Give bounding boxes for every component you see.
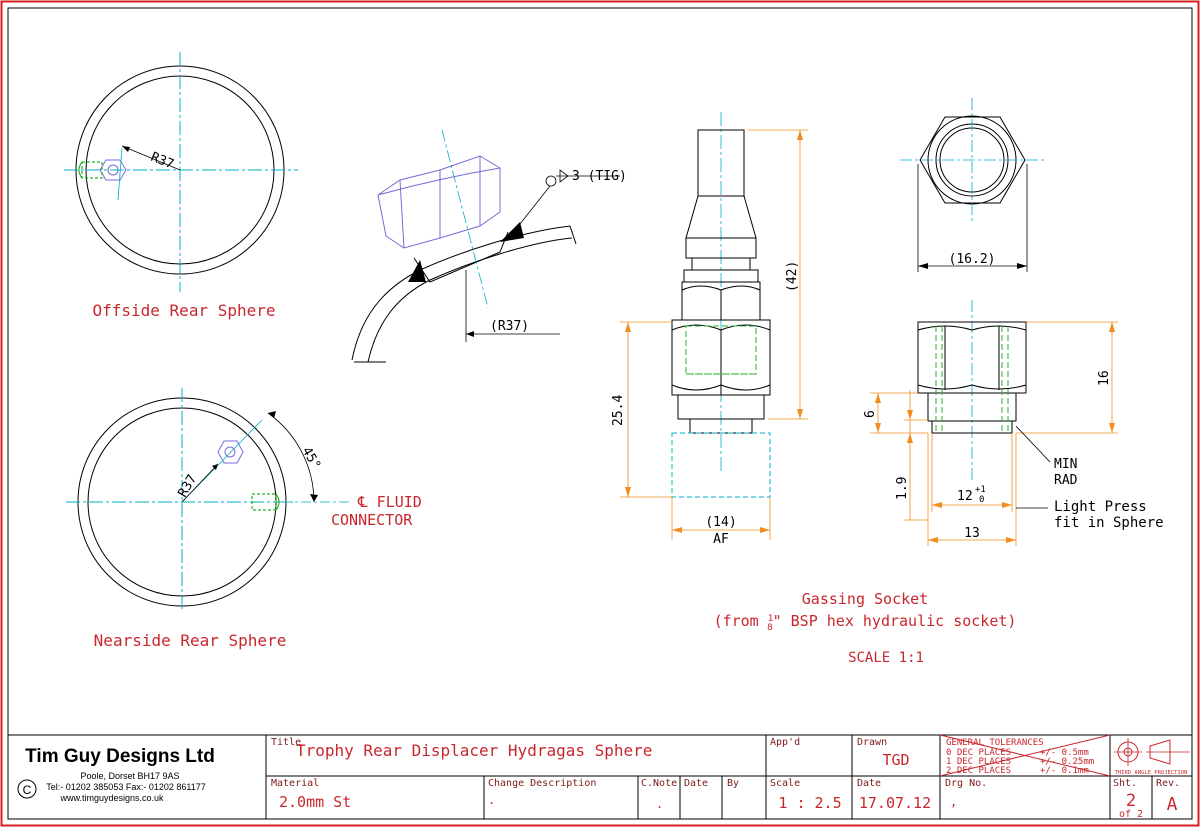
appd-label: App'd: [770, 737, 800, 748]
min-rad-label-1: MIN: [1054, 457, 1077, 472]
rev-label: Rev.: [1156, 778, 1180, 789]
company-phone: Tel:- 01202 385053 Fax:- 01202 861177: [46, 782, 205, 792]
tol-0-dp: 0 DEC PLACES: [946, 748, 1011, 758]
offside-radius-label: R37: [149, 150, 176, 173]
date-col-label: Date: [684, 778, 708, 789]
change-value: .: [488, 793, 495, 807]
cnote-label: C.Note: [641, 778, 677, 789]
title-label: Title: [271, 737, 301, 748]
drawing-title: Trophy Rear Displacer Hydragas Sphere: [296, 741, 652, 760]
scale-note: SCALE 1:1: [848, 650, 924, 666]
third-angle-projection-icon: [1114, 738, 1190, 766]
nearside-sphere-view: R37 45°: [66, 388, 350, 612]
step-dim: 6: [863, 410, 878, 418]
projection-label: THIRD ANGLE PROJECTION: [1115, 770, 1188, 776]
caption-frac-den: 8: [767, 623, 772, 633]
weld-note: 3 (TIG): [572, 169, 627, 184]
body-length-dim: 25.4: [611, 395, 626, 426]
fluid-connector-label-2: CONNECTOR: [331, 511, 413, 529]
socket-end-view: [900, 98, 1044, 272]
press-fit-label-1: Light Press: [1054, 499, 1147, 515]
drg-label: Drg No.: [945, 778, 987, 789]
tol-0-val: +/- 0.5mm: [1040, 748, 1089, 758]
tol-2-dp: 2 DEC PLACES: [946, 766, 1011, 776]
caption-frac-num: 1: [768, 614, 773, 624]
fluid-connector-label-1: ℄ FLUID: [357, 493, 422, 511]
company-name: Tim Guy Designs Ltd: [25, 746, 215, 767]
date-value: 17.07.12: [859, 794, 931, 812]
press-fit-label-2: fit in Sphere: [1054, 515, 1164, 531]
tolerance-title: GENERAL TOLERANCES: [946, 738, 1044, 748]
cnote-value: .: [656, 797, 663, 811]
top-width-dim: (16.2): [949, 252, 996, 267]
material-label: Material: [271, 778, 319, 789]
sht-label: Sht.: [1113, 778, 1137, 789]
weld-section-view: [351, 129, 620, 363]
height-dim: 16: [1097, 370, 1112, 386]
sht-of: of 2: [1119, 809, 1143, 820]
drawn-label: Drawn: [857, 737, 887, 748]
caption-part-a: (from: [714, 612, 768, 630]
sht-value: 2: [1126, 791, 1136, 811]
company-web: www.timguydesigns.co.uk: [59, 793, 164, 803]
caption-part-b: " BSP hex hydraulic socket): [773, 612, 1017, 630]
copyright-mark: C: [23, 783, 32, 797]
socket-section-view: [870, 300, 1118, 546]
spigot-dim: 1.9: [895, 477, 910, 500]
copyright-icon: [17, 779, 37, 799]
section-radius-label: (R37): [490, 319, 529, 334]
tol-1-dp: 1 DEC PLACES: [946, 757, 1011, 767]
title-block: [7, 734, 1193, 820]
socket-side-view: [620, 112, 808, 540]
overall-length-dim: (42): [785, 261, 800, 292]
drg-value: ,: [950, 795, 957, 809]
by-label: By: [727, 778, 739, 789]
offside-rear-sphere-label: Offside Rear Sphere: [92, 301, 275, 320]
socket-caption-1: Gassing Socket: [802, 590, 928, 608]
offside-sphere-view: R37: [64, 52, 298, 292]
nearside-radius-label: R37: [175, 472, 200, 500]
drawn-value: TGD: [882, 751, 909, 769]
scale-value: 1 : 2.5: [778, 794, 841, 812]
tol-2-val: +/- 0.1mm: [1040, 766, 1089, 776]
hex-af-dim: (14): [705, 515, 736, 530]
material-value: 2.0mm St: [279, 793, 351, 811]
tol-1-val: +/- 0.25mm: [1040, 757, 1094, 767]
nearside-angle-label: 45°: [299, 445, 324, 473]
inner-tol-lower: 0: [979, 495, 984, 505]
company-address: Poole, Dorset BH17 9AS: [80, 771, 179, 781]
scale-label: Scale: [770, 778, 800, 789]
date-label: Date: [857, 778, 881, 789]
outer-dia-dim: 13: [964, 526, 980, 541]
inner-dia-dim: 12: [957, 489, 973, 504]
nearside-rear-sphere-label: Nearside Rear Sphere: [94, 631, 287, 650]
min-rad-label-2: RAD: [1054, 473, 1078, 488]
inner-tol-upper: +1: [975, 485, 986, 495]
rev-value: A: [1167, 794, 1178, 815]
af-label: AF: [713, 532, 729, 547]
change-label: Change Description: [488, 778, 596, 789]
